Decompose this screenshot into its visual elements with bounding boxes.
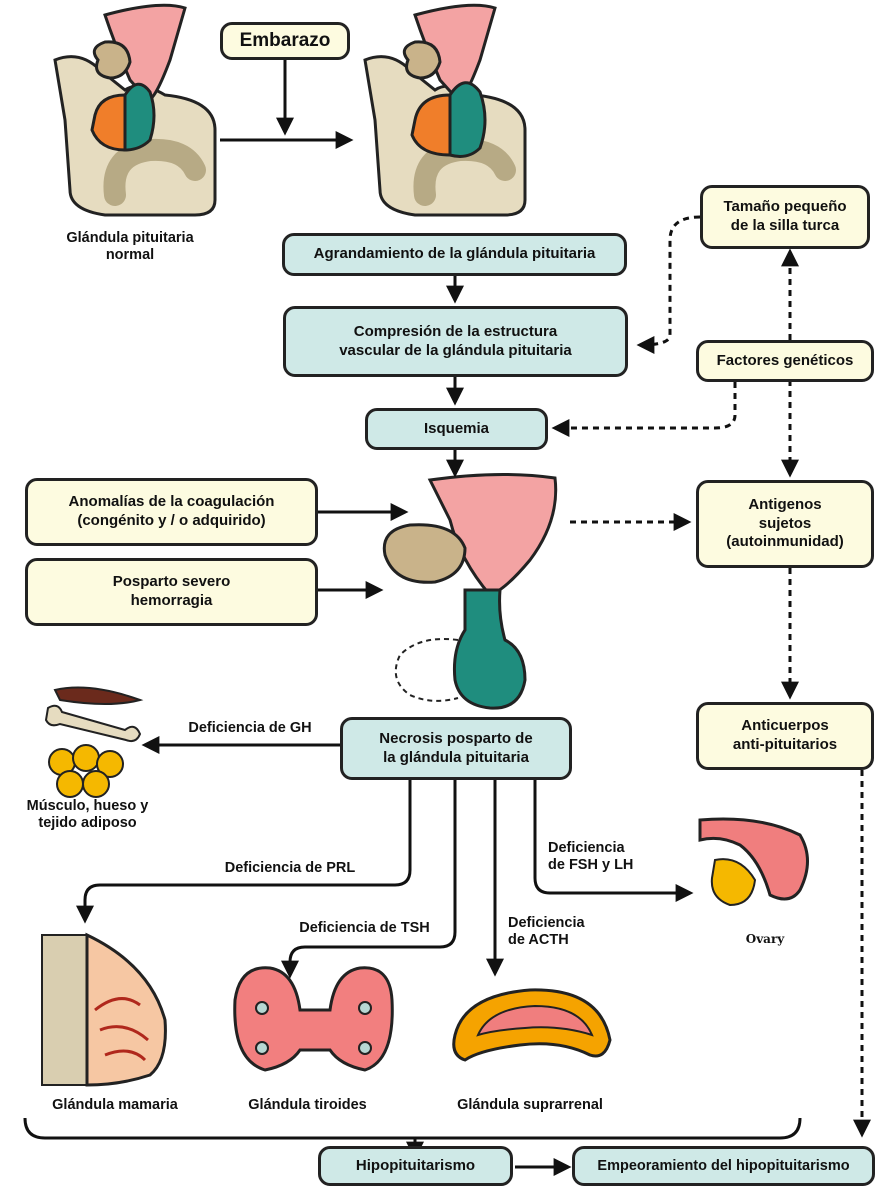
hemorrhage-box: Posparto severo hemorragia: [25, 558, 318, 626]
adrenal-illustration: [454, 990, 610, 1060]
prl-deficiency-label: Deficiencia de PRL: [205, 860, 375, 877]
ovary-label: Ovary: [730, 932, 800, 946]
muscle-bone-fat-illustration: [46, 688, 140, 797]
ischemia-box: Isquemia: [365, 408, 548, 450]
ovary-uterus-illustration: [700, 819, 808, 905]
hypopituitarism-box: Hipopituitarismo: [318, 1146, 513, 1186]
genetic-factors-box: Factores genéticos: [696, 340, 874, 382]
tsh-deficiency-label: Deficiencia de TSH: [282, 920, 447, 937]
gh-deficiency-label: Deficiencia de GH: [170, 720, 330, 737]
acth-deficiency-label: Deficiencia de ACTH: [508, 915, 618, 950]
pituitary-enlarged-illustration: [365, 5, 525, 215]
antigens-box: Antigenos sujetos (autoinmunidad): [696, 480, 874, 568]
coagulation-box: Anomalías de la coagulación (congénito y…: [25, 478, 318, 546]
thyroid-illustration: [235, 968, 393, 1070]
adrenal-label: Glándula suprarrenal: [430, 1097, 630, 1114]
pregnancy-box: Embarazo: [220, 22, 350, 60]
muscle-bone-fat-label: Músculo, hueso y tejido adiposo: [5, 798, 170, 833]
necrosis-box: Necrosis posparto de la glándula pituita…: [340, 717, 572, 780]
thyroid-label: Glándula tiroides: [220, 1097, 395, 1114]
fsh-lh-deficiency-label: Deficiencia de FSH y LH: [548, 840, 678, 875]
compression-box: Compresión de la estructura vascular de …: [283, 306, 628, 377]
small-sella-box: Tamaño pequeño de la silla turca: [700, 185, 870, 249]
mammary-label: Glándula mamaria: [25, 1097, 205, 1114]
mammary-gland-illustration: [42, 935, 165, 1085]
enlargement-box: Agrandamiento de la glándula pituitaria: [282, 233, 627, 276]
pituitary-necrosis-illustration: [384, 474, 555, 708]
antibodies-box: Anticuerpos anti-pituitarios: [696, 702, 874, 770]
pituitary-normal-illustration: [55, 5, 215, 215]
normal-pituitary-caption: Glándula pituitaria normal: [20, 230, 240, 265]
worsening-box: Empeoramiento del hipopituitarismo: [572, 1146, 875, 1186]
